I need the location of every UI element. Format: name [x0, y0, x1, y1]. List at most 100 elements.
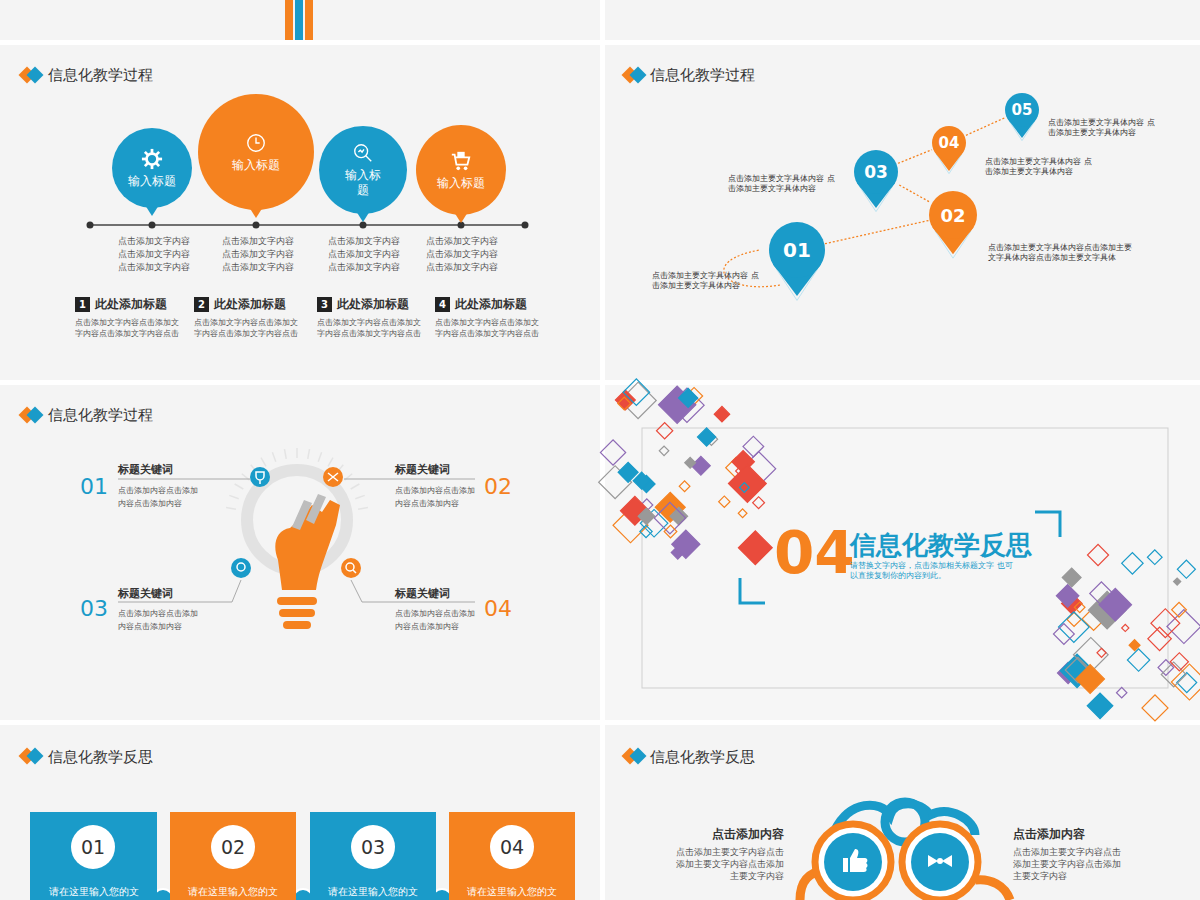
bulb-ray	[272, 452, 275, 461]
pin-shape	[854, 150, 898, 216]
bulb-ray	[261, 458, 266, 467]
body-text: 点击添加文字内容点击添加文字内容点击添加文字内容点击	[435, 317, 543, 339]
gear-icon	[144, 161, 149, 166]
map-pin: 05	[1005, 93, 1039, 127]
decor-diamond	[1177, 560, 1195, 578]
item-number: 02	[484, 474, 524, 500]
body-text: 点击添加内容点击添加内容点击添加内容	[118, 607, 200, 633]
decor-diamond	[1171, 664, 1200, 700]
item-number: 04	[484, 596, 524, 622]
heading-text: 标题关键词	[395, 587, 485, 601]
pin-shape	[769, 222, 825, 306]
item-number: 01	[80, 474, 120, 500]
decor-diamond	[685, 457, 696, 468]
bulb-ray	[308, 449, 310, 459]
body-text: 点击添加主要文字具体内容 点击添加主要文字具体内容	[728, 174, 840, 194]
box-text: 请在这里输入您的文	[449, 886, 575, 898]
decor-diamond	[623, 379, 649, 405]
bulb-ray	[229, 495, 238, 498]
bubble-circle	[198, 94, 314, 210]
title-bubble: 输入标题	[416, 125, 506, 215]
body-text: 点击添加内容点击添加内容点击添加内容	[118, 484, 200, 510]
node-number: 03	[864, 162, 888, 182]
decor-diamond	[670, 507, 688, 525]
bulb-ray	[358, 507, 368, 509]
decor-diamond	[1174, 578, 1181, 585]
decor-diamond	[600, 440, 625, 465]
node-number: 2	[198, 297, 205, 312]
decor-diamond	[1122, 553, 1143, 574]
decor-diamond	[1158, 660, 1174, 676]
decor-diamond	[738, 509, 747, 518]
map-pin: 04	[932, 126, 966, 160]
content-box: 请在这里输入您的文 01	[30, 812, 157, 900]
decor-diamond	[633, 472, 650, 489]
heading-text: 此处添加标题	[337, 297, 437, 312]
map-pin: 03	[854, 150, 898, 194]
gear-icon	[151, 164, 154, 169]
decor-diamond	[1087, 544, 1108, 565]
node-number: 03	[361, 836, 385, 858]
decor-diamond	[672, 530, 700, 558]
bubble-shape	[112, 128, 192, 248]
bubble-icon	[450, 150, 472, 172]
body-text: 点击添加文字内容点击添加文字内容点击添加文字内容点击	[75, 317, 183, 339]
map-pin: 01	[769, 222, 825, 278]
section-title: 信息化教学反思	[850, 530, 1050, 560]
body-text: 点击添加内容点击添加内容点击添加内容	[395, 607, 477, 633]
content-box: 请在这里输入您的文04	[449, 812, 575, 900]
clock-icon	[256, 137, 260, 143]
body-text: 点击添加文字内容 点击添加文字内容 点击添加文字内容	[426, 235, 508, 274]
box-text: 请在这里输入您的文	[170, 886, 296, 898]
decor-diamond	[656, 423, 672, 439]
decor-diamond	[1067, 612, 1081, 626]
bulb-ray	[226, 507, 236, 509]
clock-icon	[248, 134, 265, 151]
node-number: 02	[940, 205, 965, 226]
body-text: 点击添加文字内容 点击添加文字内容 点击添加文字内容	[118, 235, 200, 274]
gear-icon	[147, 153, 158, 164]
cart-icon	[456, 166, 460, 170]
magnifier-icon	[358, 149, 371, 161]
decor-diamond	[654, 502, 685, 533]
heading-text: 标题关键词	[118, 463, 208, 477]
bulb-ray	[351, 484, 360, 489]
box-text: 请在这里输入您的文	[30, 886, 157, 898]
slide-title: 信息化教学过程	[650, 66, 810, 84]
title-icon	[630, 67, 647, 84]
slide-title: 信息化教学过程	[48, 406, 208, 424]
pin-head	[854, 150, 898, 194]
gear-icon	[158, 157, 163, 160]
decor-diamond	[679, 481, 690, 492]
body-text: 点击添加文字内容点击添加文字内容点击添加文字内容点击	[317, 317, 425, 339]
decor-diamond	[638, 508, 655, 525]
decor-diamond	[1053, 624, 1074, 645]
content-box: 请在这里输入您的文 02	[170, 812, 296, 900]
number-disc: 01	[71, 825, 115, 869]
decor-diamond	[728, 465, 766, 503]
decor-diamond	[1172, 602, 1187, 617]
decor-diamond	[1087, 693, 1113, 719]
heading-text: 点击添加内容	[672, 827, 784, 842]
number-square: 4	[435, 297, 450, 312]
gear-icon	[155, 161, 160, 166]
bubble-title: 输入标题	[437, 176, 485, 191]
dotted-connector	[966, 118, 1005, 136]
title-icon	[27, 407, 44, 424]
dotted-connector	[898, 150, 932, 164]
node-number: 04	[939, 134, 960, 152]
decor-diamond	[1099, 588, 1131, 620]
slide-title: 信息化教学反思	[650, 748, 810, 766]
body-text: 点击添加文字内容 点击添加文字内容 点击添加文字内容	[328, 235, 410, 274]
pin-head	[1005, 93, 1039, 127]
node-number: 01	[81, 836, 105, 858]
bubble-title: 输入标题	[128, 174, 176, 189]
number-disc: 02	[211, 825, 255, 869]
slide-title: 信息化教学过程	[48, 66, 208, 84]
cart-icon	[464, 166, 468, 170]
decor-diamond	[1151, 609, 1180, 638]
decor-diamond	[1097, 648, 1106, 657]
pin-head	[929, 191, 977, 239]
number-square: 2	[194, 297, 209, 312]
title-bubble: 输入标题	[112, 128, 192, 208]
